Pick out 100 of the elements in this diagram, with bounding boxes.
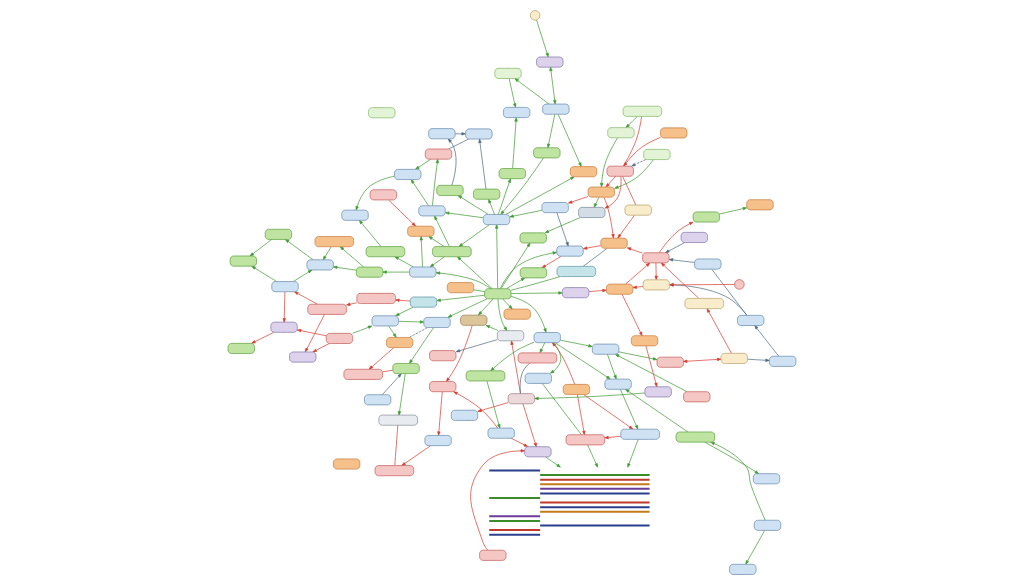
node-box <box>694 258 722 270</box>
node-box <box>487 427 515 439</box>
node-box <box>556 266 596 277</box>
arrow <box>645 345 658 388</box>
arrow <box>409 327 434 364</box>
node-box <box>642 252 670 264</box>
arrow <box>500 157 544 215</box>
arrow <box>627 439 639 468</box>
arrow <box>536 19 549 58</box>
arrow <box>620 389 639 430</box>
node-box <box>746 199 774 211</box>
arrow <box>583 394 634 430</box>
node-box <box>424 435 452 446</box>
arrow <box>587 444 598 468</box>
node-box <box>524 372 552 384</box>
arrow <box>410 179 429 206</box>
node-box <box>428 128 456 140</box>
connector <box>519 362 531 394</box>
connector <box>394 424 399 466</box>
arrow <box>355 175 395 211</box>
arrow <box>502 298 513 310</box>
node-box <box>541 202 569 213</box>
arrow <box>437 391 443 436</box>
node-box <box>270 321 298 333</box>
arrow <box>495 224 499 289</box>
connector <box>382 369 394 373</box>
node-box <box>578 207 606 218</box>
arrow <box>488 198 495 215</box>
arrow <box>490 341 535 372</box>
node-box <box>656 356 684 368</box>
arrow <box>568 196 589 204</box>
node-box <box>429 350 457 362</box>
node-box <box>556 245 584 257</box>
arrow <box>665 242 685 254</box>
arrow <box>352 325 373 334</box>
arrow <box>401 445 432 466</box>
connector <box>448 138 469 150</box>
node-box <box>507 393 535 405</box>
arrow <box>457 195 489 215</box>
arrow <box>510 296 547 333</box>
node-box <box>371 315 399 327</box>
arrow <box>294 291 318 305</box>
node-box <box>720 353 748 364</box>
arrow <box>618 351 658 361</box>
node-box <box>643 149 671 160</box>
arrow <box>382 270 410 274</box>
arrow <box>478 138 487 190</box>
node-box <box>446 282 475 294</box>
arrow <box>510 291 563 295</box>
node-box <box>378 414 418 426</box>
node-box <box>729 563 757 575</box>
arrow <box>615 353 688 393</box>
arrow <box>436 294 485 302</box>
arrow <box>395 298 411 302</box>
node-box <box>424 148 453 160</box>
arrow <box>435 271 492 289</box>
node-box <box>562 384 590 395</box>
arrow <box>285 239 314 261</box>
node-box <box>533 332 561 343</box>
node-box <box>565 434 606 446</box>
arrow <box>251 332 275 344</box>
arrow <box>505 176 575 215</box>
node-box <box>644 386 672 398</box>
arrow <box>668 258 695 263</box>
node-box <box>519 232 547 244</box>
arrow <box>508 78 517 108</box>
node-box <box>660 127 688 139</box>
node-box <box>364 394 392 406</box>
node-box <box>465 370 506 382</box>
node-box <box>227 343 255 354</box>
node-box <box>356 293 396 304</box>
arrow <box>745 530 765 565</box>
arrow <box>632 285 644 289</box>
arrow <box>497 298 508 331</box>
node-box <box>631 335 659 347</box>
arrow <box>297 329 327 337</box>
arrow <box>305 314 325 353</box>
arrow <box>625 262 651 285</box>
arrow <box>557 113 582 167</box>
node-box <box>569 166 598 178</box>
arrow <box>556 212 569 247</box>
arrow <box>605 176 616 188</box>
arrow <box>499 251 557 289</box>
connector <box>541 383 582 435</box>
node-box <box>606 283 634 295</box>
arrow <box>500 242 531 289</box>
arrow <box>292 269 313 282</box>
arrow <box>621 293 643 337</box>
node-box <box>307 303 347 315</box>
arrow <box>506 277 526 289</box>
node-box <box>473 188 501 200</box>
arrow <box>457 256 493 289</box>
node-box <box>341 209 369 221</box>
node-box <box>484 288 512 300</box>
node-box <box>465 128 493 140</box>
node-box <box>450 409 479 421</box>
arrow <box>398 320 425 324</box>
node-box <box>536 56 564 68</box>
node-box <box>587 186 615 198</box>
arrow <box>282 291 286 323</box>
